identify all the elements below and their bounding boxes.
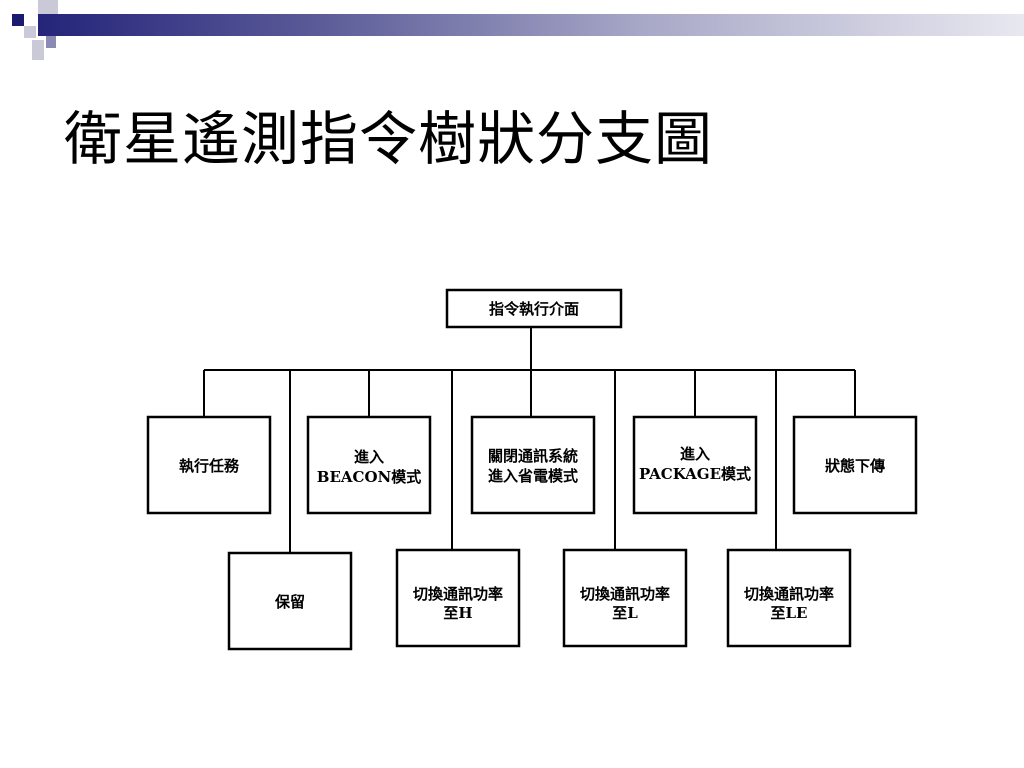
node-label: 切換通訊功率	[744, 585, 834, 603]
node-label: 執行任務	[179, 457, 240, 475]
node-label: 指令執行介面	[489, 300, 579, 318]
node-label: 至L	[612, 604, 638, 622]
decor-square	[38, 0, 58, 14]
node-label: 至LE	[771, 604, 808, 622]
node-switch-h: 切換通訊功率 至H	[395, 548, 521, 648]
node-status-downlink: 狀態下傳	[792, 415, 918, 515]
node-label: 進入省電模式	[488, 467, 578, 485]
node-enter-package: 進入 PACKAGE模式	[632, 415, 758, 515]
node-root: 指令執行介面	[445, 288, 623, 329]
node-label: PACKAGE模式	[639, 465, 751, 483]
node-label: 保留	[274, 593, 305, 611]
node-enter-beacon: 進入 BEACON模式	[306, 415, 432, 515]
decor-square	[24, 26, 36, 38]
decor-square	[32, 40, 44, 60]
node-label: 至H	[443, 604, 472, 622]
decor-square	[12, 14, 24, 26]
decor-square	[46, 36, 56, 48]
node-label: 切換通訊功率	[413, 585, 503, 603]
node-label: 關閉通訊系統	[488, 447, 578, 465]
node-execute-task: 執行任務	[146, 415, 272, 515]
connector-lines	[203, 327, 856, 553]
node-switch-l: 切換通訊功率 至L	[562, 548, 688, 648]
node-label: 進入	[680, 445, 710, 463]
node-label: 進入	[354, 448, 384, 466]
node-switch-le: 切換通訊功率 至LE	[726, 548, 852, 648]
node-label: 切換通訊功率	[580, 585, 670, 603]
node-label: BEACON模式	[317, 468, 421, 486]
node-label: 狀態下傳	[825, 457, 885, 475]
slide-title: 衛星遙測指令樹狀分支圖	[64, 105, 714, 173]
node-power-save: 關閉通訊系統 進入省電模式	[470, 415, 596, 515]
header-gradient-bar	[38, 14, 1024, 36]
node-reserved: 保留	[227, 551, 353, 651]
